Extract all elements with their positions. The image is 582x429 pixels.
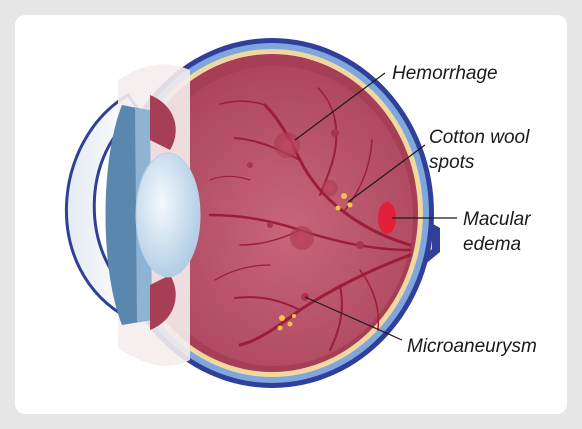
label-macular-line1: Macular: [463, 209, 531, 230]
label-microaneurysm: Microaneurysm: [407, 336, 537, 357]
label-cotton-wool-line1: Cotton wool: [429, 127, 530, 148]
lens: [136, 153, 200, 277]
label-macular-line2: edema: [463, 234, 521, 255]
label-cotton-wool-line2: spots: [429, 152, 475, 173]
label-hemorrhage: Hemorrhage: [392, 63, 498, 84]
